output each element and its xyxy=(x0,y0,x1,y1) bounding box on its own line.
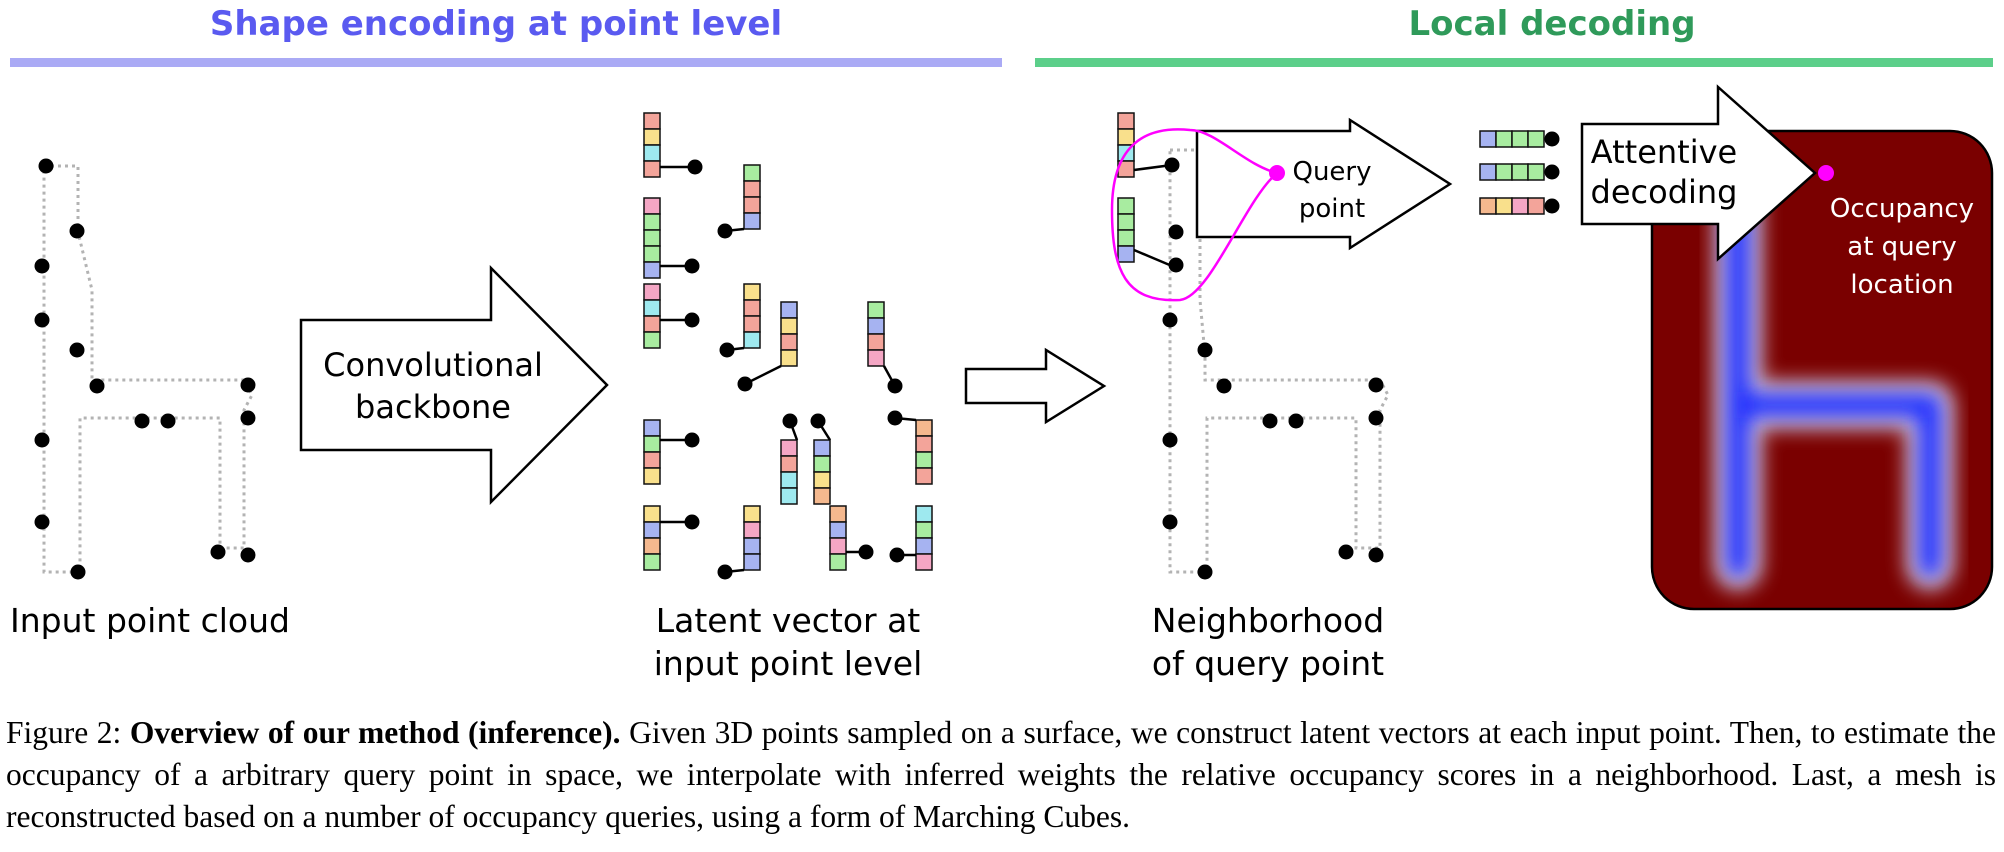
caption-prefix: Figure 2: xyxy=(6,715,130,750)
backbone-label-line2: backbone xyxy=(355,388,511,426)
point-icon xyxy=(858,544,874,560)
attentive-label-line1: Attentive xyxy=(1591,133,1737,171)
point-icon xyxy=(1162,432,1178,448)
point-icon xyxy=(1544,131,1560,147)
point-icon xyxy=(810,413,826,429)
point-icon xyxy=(737,376,753,392)
point-icon xyxy=(1162,312,1178,328)
point-icon xyxy=(1197,342,1213,358)
neighborhood-label-line1: Neighborhood xyxy=(1152,601,1384,640)
encoding-section-title: Shape encoding at point level xyxy=(210,4,782,44)
latent-vector-icon xyxy=(1479,163,1545,181)
latent-vector-icon xyxy=(643,419,661,485)
point-icon xyxy=(1288,413,1304,429)
input-cloud-label: Input point cloud xyxy=(10,601,290,640)
point-icon xyxy=(240,547,256,563)
latent-vector-icon xyxy=(743,505,761,571)
attentive-label-line2: decoding xyxy=(1591,173,1738,211)
point-icon xyxy=(1168,224,1184,240)
point-icon xyxy=(1338,544,1354,560)
query-point-icon xyxy=(1269,165,1285,181)
method-overview-figure: Shape encoding at point level Local deco… xyxy=(10,4,1994,683)
point-icon xyxy=(887,378,903,394)
latent-vector-icon xyxy=(643,283,661,349)
point-icon xyxy=(684,432,700,448)
latent-vector-icon xyxy=(915,505,933,571)
point-icon xyxy=(782,413,798,429)
point-icon xyxy=(684,258,700,274)
latent-vector-icon xyxy=(915,419,933,485)
latent-label-line2: input point level xyxy=(654,644,923,683)
point-icon xyxy=(240,377,256,393)
backbone-arrow xyxy=(299,264,609,506)
point-icon xyxy=(1368,377,1384,393)
point-icon xyxy=(69,223,85,239)
point-icon xyxy=(70,564,86,580)
point-icon xyxy=(1168,257,1184,273)
caption-bold: Overview of our method (inference). xyxy=(129,715,621,750)
point-icon xyxy=(1162,514,1178,530)
point-icon xyxy=(1544,198,1560,214)
occupancy-query-icon xyxy=(1818,165,1834,181)
occupancy-label-line2: at query xyxy=(1847,232,1956,262)
decoding-section-title: Local decoding xyxy=(1408,4,1695,44)
point-icon xyxy=(1197,564,1213,580)
query-arrow xyxy=(1195,117,1453,251)
latent-vector-icon xyxy=(643,505,661,571)
input-point-cloud xyxy=(34,158,256,580)
point-icon xyxy=(687,159,703,175)
caption-text: Given 3D points sampled on a surface, we… xyxy=(6,715,1996,834)
small-right-arrow-icon xyxy=(964,347,1107,425)
point-icon xyxy=(887,410,903,426)
point-icon xyxy=(717,564,733,580)
attentive-decoding-arrow xyxy=(1580,84,1817,262)
point-icon xyxy=(240,410,256,426)
latent-vector-icon xyxy=(1117,197,1135,263)
point-icon xyxy=(160,413,176,429)
latent-vector-icon xyxy=(1479,197,1545,215)
latent-vectors xyxy=(643,112,933,580)
neighborhood-label-line2: of query point xyxy=(1152,644,1384,683)
latent-vector-icon xyxy=(780,439,798,505)
point-icon xyxy=(1368,547,1384,563)
point-icon xyxy=(134,413,150,429)
point-icon xyxy=(34,514,50,530)
point-icon xyxy=(889,547,905,563)
decoding-section-bar xyxy=(1035,58,1993,67)
figure-caption: Figure 2: Overview of our method (infere… xyxy=(6,712,1996,838)
point-icon xyxy=(34,312,50,328)
encoding-section-bar xyxy=(10,58,1002,67)
latent-label-line1: Latent vector at xyxy=(656,601,921,640)
point-icon xyxy=(684,312,700,328)
occupancy-label-line3: location xyxy=(1850,270,1953,300)
latent-vector-icon xyxy=(780,301,798,367)
point-icon xyxy=(719,342,735,358)
neighborhood-lasso xyxy=(1110,128,1280,302)
point-icon xyxy=(34,258,50,274)
query-label-line2: point xyxy=(1299,194,1365,224)
occupancy-label-line1: Occupancy xyxy=(1830,194,1974,224)
point-icon xyxy=(34,432,50,448)
latent-vector-icon xyxy=(813,439,831,505)
neighborhood-latent-vectors xyxy=(1479,130,1560,215)
point-icon xyxy=(1216,378,1232,394)
query-label-line1: Query xyxy=(1292,157,1371,187)
point-icon xyxy=(38,158,54,174)
backbone-label-line1: Convolutional xyxy=(323,346,543,384)
point-icon xyxy=(210,544,226,560)
point-icon xyxy=(1544,164,1560,180)
point-icon xyxy=(717,223,733,239)
point-icon xyxy=(684,514,700,530)
latent-vector-icon xyxy=(643,197,661,279)
latent-vector-icon xyxy=(743,283,761,349)
point-icon xyxy=(1262,413,1278,429)
latent-vector-icon xyxy=(829,505,847,571)
latent-vector-icon xyxy=(743,164,761,230)
point-icon xyxy=(69,342,85,358)
point-icon xyxy=(89,378,105,394)
latent-vector-icon xyxy=(867,301,885,367)
point-icon xyxy=(1368,410,1384,426)
latent-vector-icon xyxy=(1479,130,1545,148)
latent-vector-icon xyxy=(643,112,661,178)
